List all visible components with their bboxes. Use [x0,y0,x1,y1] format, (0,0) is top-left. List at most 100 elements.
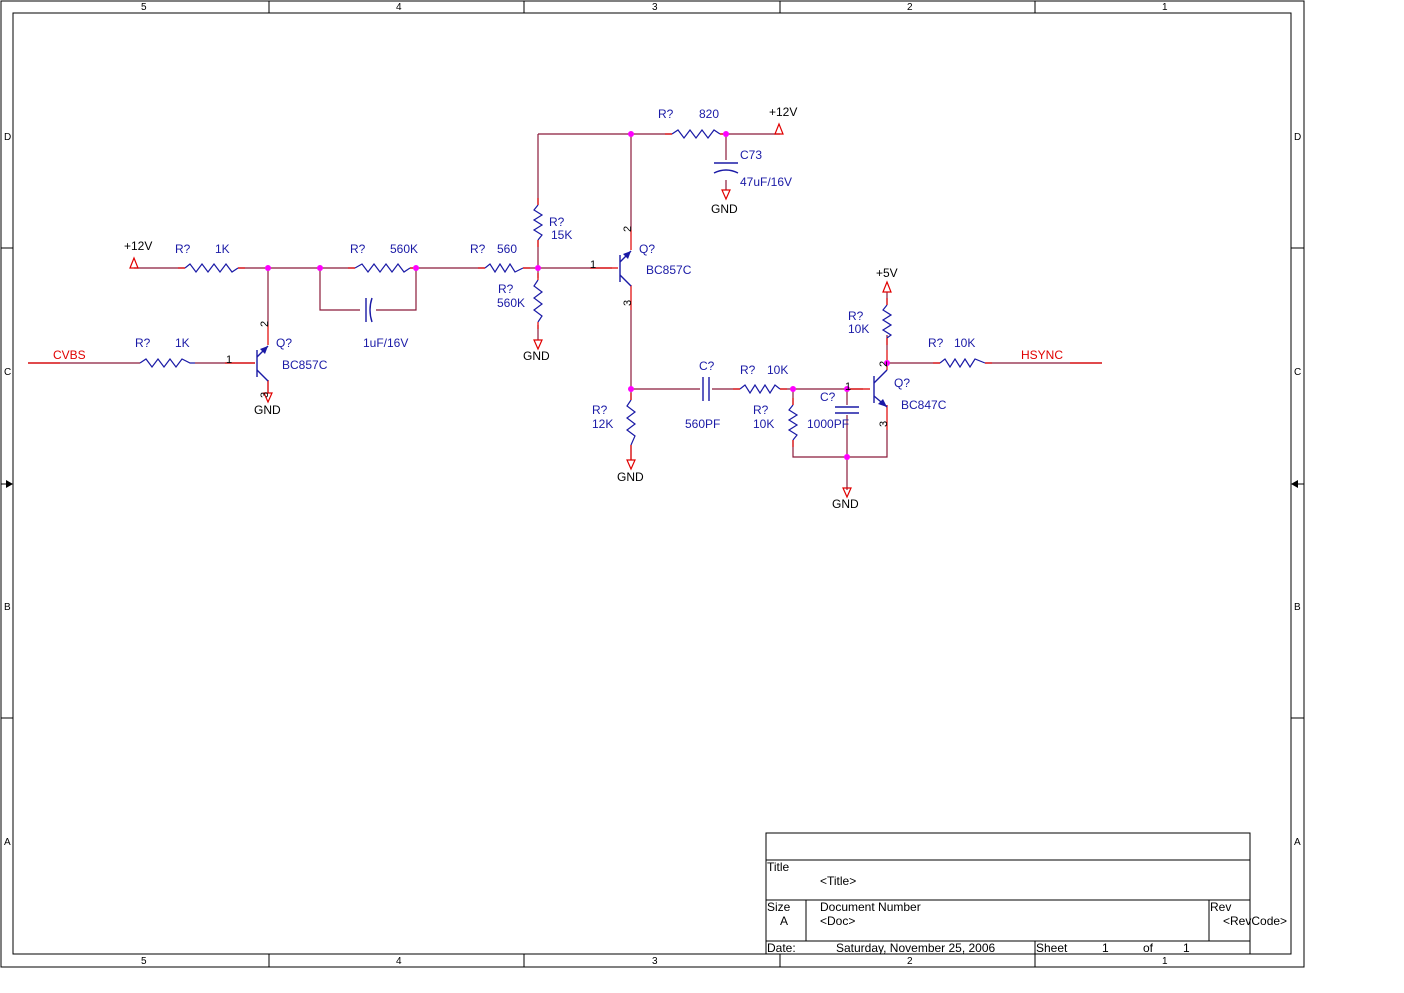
net-label-12v: +12V [124,239,152,253]
capacitor-c1 [365,297,373,323]
row-label-right: C [1294,367,1301,378]
power-arrow-icon [882,280,892,293]
val-q1: BC857C [282,358,328,372]
resistor-r1 [184,263,239,273]
val-r4: 15K [551,228,572,242]
ref-c2: C? [699,359,715,373]
sheet-number: 1 [1102,941,1109,955]
row-label-left: C [4,367,11,378]
net-label-gnd: GND [832,497,859,511]
component-labels: +12V R? 1K R? 560K 1uF/16V R? 560 R? 15K… [53,105,1063,511]
pin-number: 2 [622,226,634,232]
pin-number: 3 [878,421,890,427]
val-c1: 1uF/16V [363,336,408,350]
title-label: Title [767,860,790,874]
ref-r9: R? [740,363,756,377]
net-label-gnd: GND [254,403,281,417]
pin-number: 1 [226,354,232,366]
resistor-r8 [626,399,636,446]
resistor-r4 [532,204,544,241]
col-label-bottom: 5 [141,956,147,967]
net-label-cvbs: CVBS [53,348,86,362]
transistors [256,250,888,408]
ground-arrow-icon [721,189,731,201]
resistor-r10 [787,404,799,441]
val-r12: 10K [954,336,975,350]
power-arrow-icon [774,122,784,135]
power-arrow-icon [129,256,139,269]
row-label-right: D [1294,132,1301,143]
val-r1: 1K [215,242,230,256]
val-c73: 47uF/16V [740,175,792,189]
val-r10: 10K [753,417,774,431]
pin-numbers: 1 2 3 1 2 3 1 2 3 [226,226,890,427]
row-label-left: D [4,132,11,143]
transistor-q1 [256,345,269,382]
col-label-bottom: 4 [396,956,402,967]
val-r8: 12K [592,417,613,431]
ref-r5: R? [498,282,514,296]
val-c3: 1000PF [807,417,849,431]
resistor-r9 [739,383,781,395]
val-q2: BC857C [646,263,692,277]
col-label-bottom: 3 [652,956,658,967]
resistor-r7 [139,358,195,368]
date-value: Saturday, November 25, 2006 [836,941,996,955]
ref-r12: R? [928,336,944,350]
pin-number: 3 [622,300,634,306]
sheet-label: Sheet [1036,941,1068,955]
resistor-r6 [671,129,721,139]
capacitor-c3 [835,406,859,414]
sheet-total: 1 [1183,941,1190,955]
val-r7: 1K [175,336,190,350]
pin-number: 3 [259,392,271,398]
net-label-5v: +5V [876,266,898,280]
ref-r11: R? [848,309,864,323]
col-label-top: 1 [1162,2,1168,13]
val-r11: 10K [848,322,869,336]
ref-r7: R? [135,336,151,350]
net-label-12v: +12V [769,105,797,119]
sheet-border [0,0,1305,968]
resistor-r12 [939,357,986,369]
ref-r4: R? [549,215,565,229]
size-value: A [780,914,788,928]
ref-r1: R? [175,242,191,256]
pin-number: 2 [878,361,890,367]
val-r9: 10K [767,363,788,377]
ref-c73: C73 [740,148,762,162]
wires [28,133,1102,490]
pin-stubs [28,133,1102,460]
size-label: Size [767,900,791,914]
ref-q1: Q? [276,336,292,350]
pin-number: 1 [845,381,851,393]
net-label-gnd: GND [711,202,738,216]
col-label-top: 5 [141,2,147,13]
title-block: Title <Title> Size A Document Number <Do… [765,832,1287,955]
net-label-gnd: GND [617,470,644,484]
transistor-q2 [619,250,632,287]
docnum-value: <Doc> [820,914,855,928]
ref-r6: R? [658,107,674,121]
capacitor-c2 [702,377,710,401]
pin-number: 1 [590,259,596,271]
rev-label: Rev [1210,900,1231,914]
ground-arrow-icon [626,459,636,471]
row-label-right: B [1294,602,1301,613]
val-c2: 560PF [685,417,720,431]
col-label-bottom: 1 [1162,956,1168,967]
resistor-r5 [533,279,543,323]
docnum-label: Document Number [820,900,921,914]
col-label-top: 2 [907,2,913,13]
val-q3: BC847C [901,398,947,412]
ground-arrow-icon [842,487,852,499]
of-label: of [1143,941,1154,955]
resistor-r11 [881,304,893,339]
resistors [139,129,986,446]
net-label-gnd: GND [523,349,550,363]
capacitor-c73 [713,162,739,174]
ref-r8: R? [592,403,608,417]
center-arrows [1,480,1304,488]
col-label-top: 4 [396,2,402,13]
